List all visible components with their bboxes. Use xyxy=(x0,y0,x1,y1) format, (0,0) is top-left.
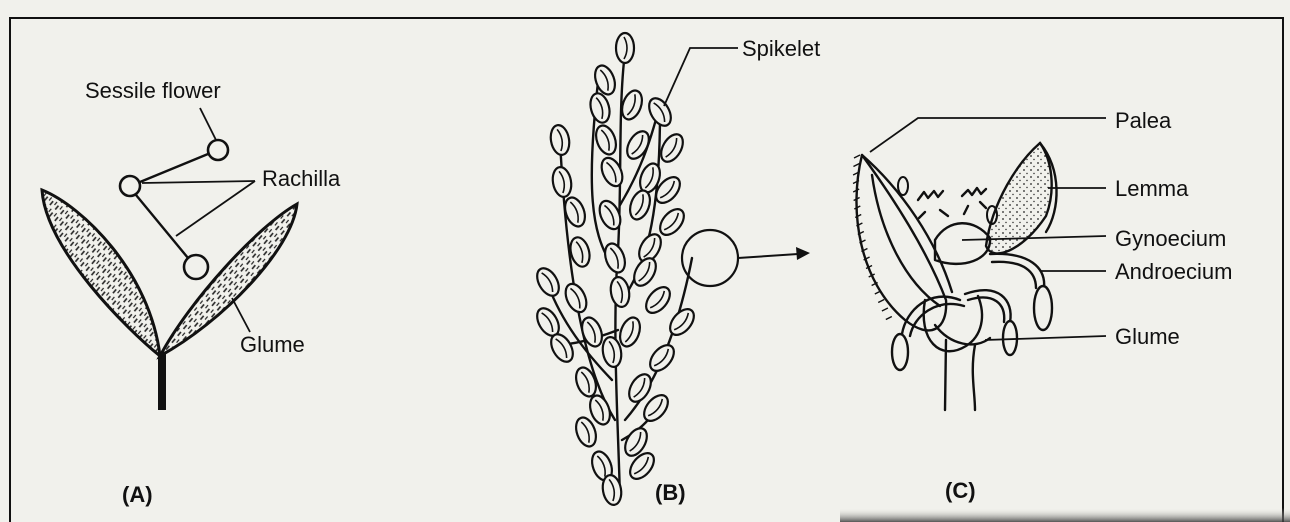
panel-label-a: (A) xyxy=(122,482,153,507)
palea-leader xyxy=(870,118,1106,152)
palea-hair xyxy=(854,155,860,158)
spikelet xyxy=(587,91,612,125)
anther-right xyxy=(1034,286,1052,330)
palea-hair xyxy=(886,317,892,320)
scan-shadow xyxy=(840,508,1290,522)
label-sessile-flower: Sessile flower xyxy=(85,78,221,103)
spikelet-leader xyxy=(664,48,738,106)
figure-a: Sessile flower Rachilla Glume (A) xyxy=(42,78,341,507)
spikelet xyxy=(562,281,591,316)
panel-label-b: (B) xyxy=(655,480,686,505)
stigma-feather-left xyxy=(918,191,948,218)
spikelet xyxy=(572,365,599,399)
sessile-flower-middle xyxy=(120,176,140,196)
glume-leader-a xyxy=(232,298,250,332)
spikelet xyxy=(533,265,564,300)
label-palea: Palea xyxy=(1115,108,1172,133)
spikelet xyxy=(549,124,572,157)
spikelet xyxy=(591,63,618,97)
magnify-arrow xyxy=(738,254,798,258)
label-gynoecium: Gynoecium xyxy=(1115,226,1226,251)
left-glume xyxy=(42,190,160,356)
spikelet xyxy=(551,166,574,199)
sessile-flower-upper xyxy=(208,140,228,160)
sessile-flower-leader xyxy=(200,108,216,140)
stigma-left xyxy=(898,177,908,195)
spikelet-group xyxy=(533,33,699,506)
sessile-flower-lower xyxy=(184,255,208,279)
stalk-c-left xyxy=(945,340,946,410)
spikelet xyxy=(616,315,643,349)
stigma-feather-right xyxy=(962,188,986,214)
gynoecium-ovary xyxy=(935,223,990,264)
spikelet xyxy=(665,305,698,340)
arrow-head xyxy=(796,247,810,260)
filament-right xyxy=(990,254,1044,288)
spikelet xyxy=(657,131,688,166)
spikelet xyxy=(598,155,627,190)
anther-middle xyxy=(1003,321,1017,355)
spikelet xyxy=(641,283,674,318)
spikelet xyxy=(592,123,619,157)
label-androecium: Androecium xyxy=(1115,259,1232,284)
palea xyxy=(856,155,946,330)
label-glume-a: Glume xyxy=(240,332,305,357)
label-lemma: Lemma xyxy=(1115,176,1189,201)
stalk-c-right xyxy=(973,345,975,410)
label-glume-c: Glume xyxy=(1115,324,1180,349)
lemma xyxy=(986,143,1052,253)
spikelet xyxy=(645,341,678,376)
label-rachilla: Rachilla xyxy=(262,166,341,191)
spikelet xyxy=(616,33,634,63)
rachilla-upper xyxy=(140,154,208,182)
gynoecium-leader xyxy=(962,236,1106,240)
spikelet xyxy=(645,95,676,130)
panel-label-c: (C) xyxy=(945,478,976,503)
rachilla-leader-a xyxy=(142,181,255,183)
magnifier-circle xyxy=(682,230,738,286)
spikelet xyxy=(609,276,632,309)
figure-c: Palea Lemma Gynoecium Androecium Glume (… xyxy=(853,108,1232,503)
label-spikelet: Spikelet xyxy=(742,36,820,61)
palea-hair xyxy=(882,308,888,311)
palea-hair xyxy=(878,300,884,303)
glume-c xyxy=(935,325,990,344)
spikelet xyxy=(601,241,628,275)
spikelet xyxy=(630,255,661,290)
rachilla-lower xyxy=(136,195,188,258)
figure-b: Spikelet (B) xyxy=(533,33,821,506)
rachilla-leader-b xyxy=(176,181,255,236)
spikelet xyxy=(655,205,688,240)
anther-left xyxy=(892,334,908,370)
spikelet xyxy=(623,128,654,163)
filament-middle xyxy=(965,290,1011,322)
